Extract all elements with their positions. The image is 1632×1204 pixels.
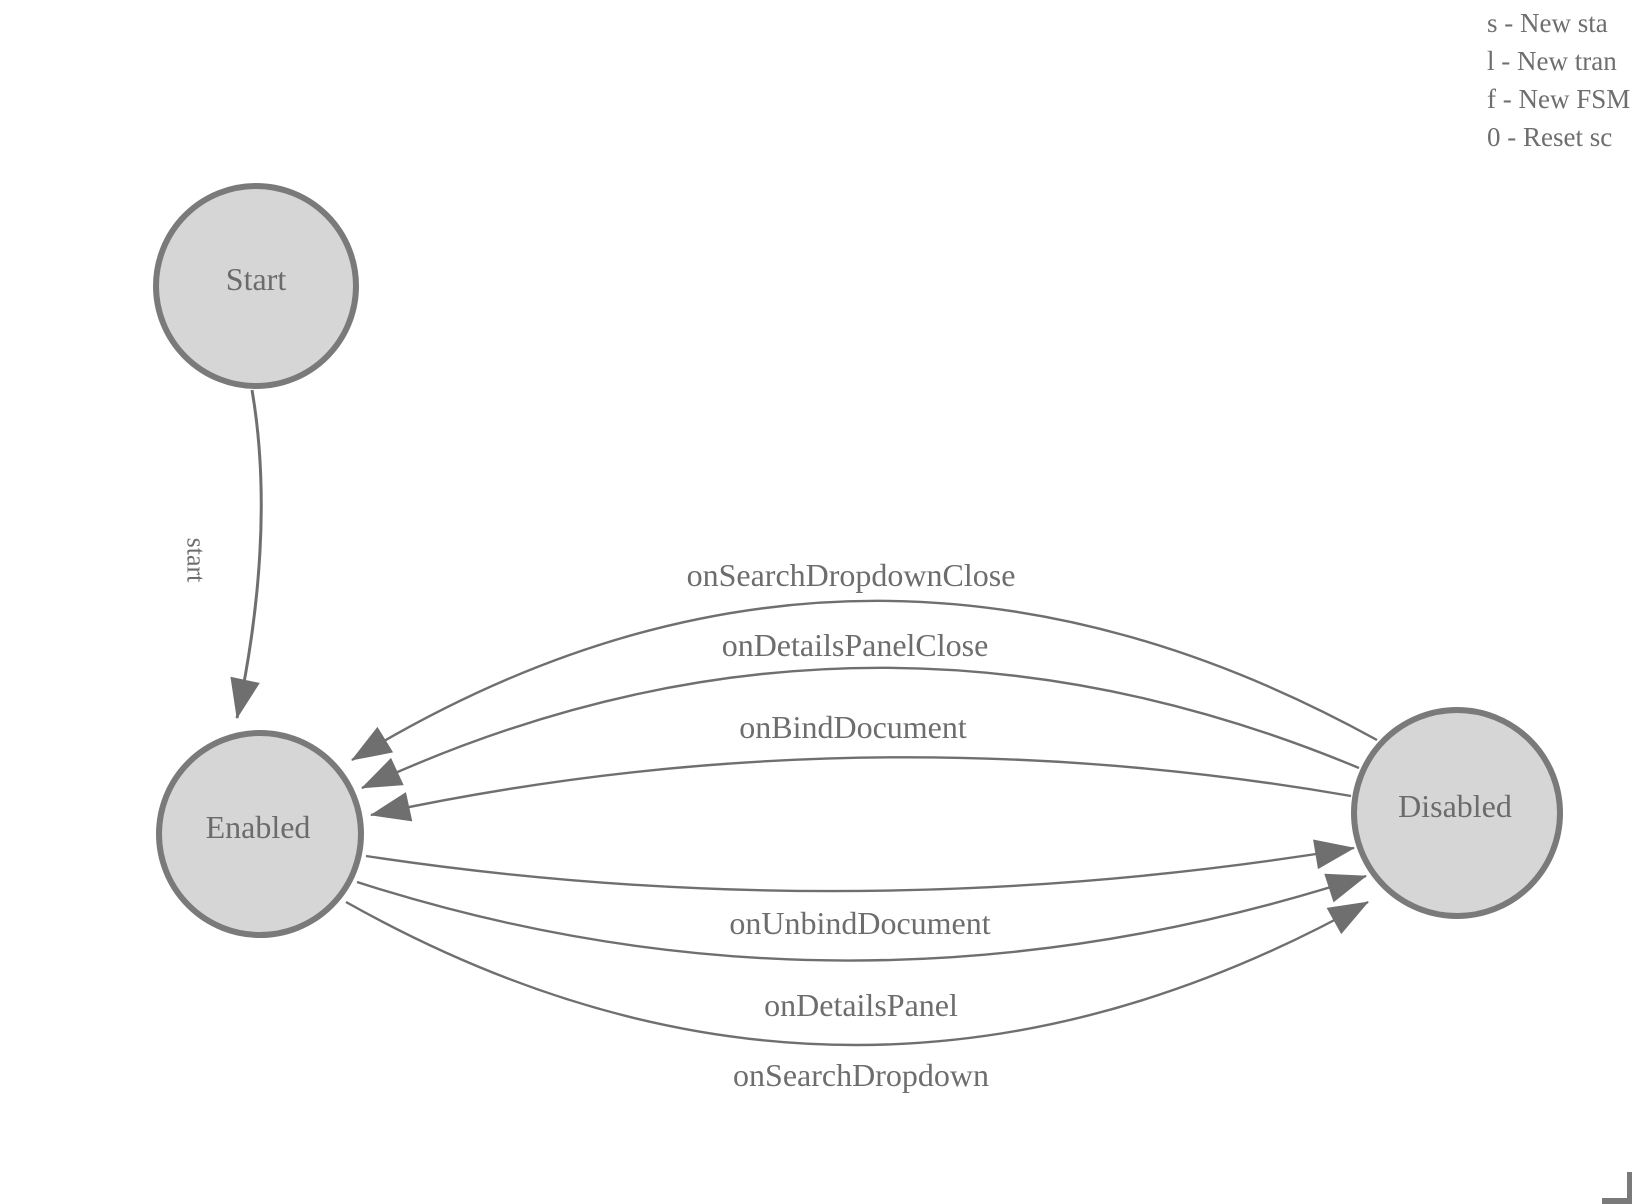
state-enabled-node[interactable] [156,730,364,938]
state-start-node[interactable] [153,183,359,389]
transition-onDetailsPanel-label: onDetailsPanel [764,987,958,1023]
state-disabled-node[interactable] [1351,707,1563,919]
transition-edges [230,389,1378,1047]
corner-shape-vertical-bar [1627,1172,1632,1204]
state-disabled-label: Disabled [1398,788,1512,824]
transition-onSearchDropdown-edge[interactable] [345,900,1369,1047]
legend-line-reset-scale: 0 - Reset sc [1487,122,1613,152]
transition-onSearchDropdownClose-label: onSearchDropdownClose [687,557,1016,593]
legend-line-new-state: s - New sta [1487,8,1608,38]
bottom-right-corner-shape [1602,1172,1632,1204]
shortcut-legend: s - New sta l - New tran f - New FSM 0 -… [1487,4,1630,156]
corner-shape-horizontal-bar [1602,1198,1632,1204]
transition-onUnbindDocument-label: onUnbindDocument [729,905,990,941]
transition-labels: start onSearchDropdownClose onDetailsPan… [182,538,1016,1093]
transition-onDetailsPanel-edge[interactable] [356,873,1367,962]
transition-start-label: start [182,538,211,584]
transition-onBindDocument-label: onBindDocument [739,709,967,745]
transition-onDetailsPanelClose-label: onDetailsPanelClose [722,627,989,663]
transition-onSearchDropdown-label: onSearchDropdown [733,1057,989,1093]
state-enabled-label: Enabled [206,809,311,845]
transition-onBindDocument-edge[interactable] [370,756,1352,822]
legend-line-new-fsm: f - New FSM [1487,84,1631,114]
transition-onUnbindDocument-edge[interactable] [365,839,1355,893]
state-start-label: Start [226,261,287,297]
transition-onSearchDropdownClose-edge[interactable] [351,599,1378,762]
legend-line-new-transition: l - New tran [1487,46,1617,76]
transition-onDetailsPanelClose-edge[interactable] [361,666,1360,790]
transition-start-edge[interactable] [230,389,263,719]
state-nodes: Start Enabled Disabled [153,183,1563,938]
